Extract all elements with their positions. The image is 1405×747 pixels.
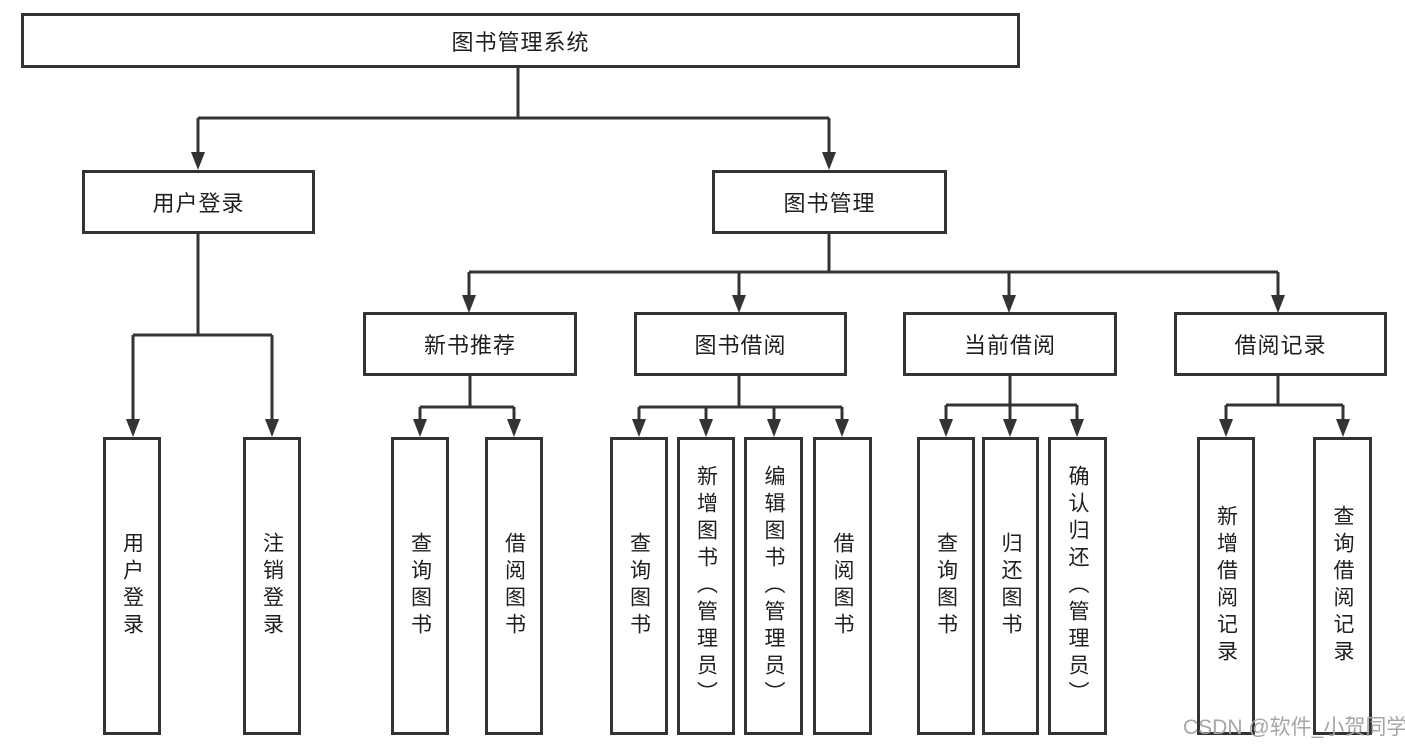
leaf-br-add-record-label: 新增借阅记录 xyxy=(1214,505,1238,667)
leaf-br-query-record: 查询借阅记录 xyxy=(1313,437,1372,735)
node-book-borrowing: 图书借阅 xyxy=(634,312,847,376)
leaf-nbr-query-books: 查询图书 xyxy=(391,437,449,735)
leaf-br-add-record: 新增借阅记录 xyxy=(1197,437,1255,735)
leaf-bb-borrow-books-label: 借阅图书 xyxy=(831,532,854,640)
leaf-logout-label: 注销登录 xyxy=(260,532,284,640)
leaf-bb-borrow-books: 借阅图书 xyxy=(813,437,872,735)
node-user-login: 用户登录 xyxy=(82,170,315,234)
leaf-cb-query-books: 查询图书 xyxy=(917,437,975,735)
leaf-cb-confirm-return-admin: 确认归还（管理员） xyxy=(1048,437,1107,735)
node-borrowing-records: 借阅记录 xyxy=(1174,312,1387,376)
leaf-br-query-record-label: 查询借阅记录 xyxy=(1331,505,1354,667)
leaf-bb-add-books-admin: 新增图书（管理员） xyxy=(677,437,735,735)
node-root-label: 图书管理系统 xyxy=(451,29,590,55)
node-user-login-label: 用户登录 xyxy=(152,191,245,216)
node-book-management: 图书管理 xyxy=(712,170,947,234)
node-current-borrowing-label: 当前借阅 xyxy=(963,333,1056,358)
leaf-cb-confirm-return-admin-label: 确认归还（管理员） xyxy=(1066,464,1089,708)
leaf-bb-query-books-label: 查询图书 xyxy=(627,532,651,640)
node-book-management-label: 图书管理 xyxy=(783,191,876,216)
leaf-nbr-query-books-label: 查询图书 xyxy=(408,532,432,640)
leaf-cb-query-books-label: 查询图书 xyxy=(934,532,958,640)
leaf-user-login-label: 用户登录 xyxy=(120,532,144,640)
leaf-bb-add-books-admin-label: 新增图书（管理员） xyxy=(694,464,718,708)
leaf-nbr-borrow-books: 借阅图书 xyxy=(485,437,543,735)
node-root: 图书管理系统 xyxy=(21,13,1020,68)
leaf-nbr-borrow-books-label: 借阅图书 xyxy=(502,532,526,640)
node-book-borrowing-label: 图书借阅 xyxy=(694,333,787,358)
leaf-user-login: 用户登录 xyxy=(103,437,161,735)
leaf-cb-return-books-label: 归还图书 xyxy=(999,532,1022,640)
csdn-watermark: CSDN @软件_小贺同学 xyxy=(1183,716,1405,739)
node-new-book-recommend: 新书推荐 xyxy=(363,312,577,376)
leaf-bb-edit-books-admin: 编辑图书（管理员） xyxy=(744,437,803,735)
node-current-borrowing: 当前借阅 xyxy=(903,312,1117,376)
leaf-logout: 注销登录 xyxy=(243,437,301,735)
node-borrowing-records-label: 借阅记录 xyxy=(1234,333,1327,358)
node-new-book-recommend-label: 新书推荐 xyxy=(423,333,516,358)
leaf-bb-edit-books-admin-label: 编辑图书（管理员） xyxy=(762,464,785,708)
leaf-cb-return-books: 归还图书 xyxy=(982,437,1039,735)
leaf-bb-query-books: 查询图书 xyxy=(610,437,668,735)
